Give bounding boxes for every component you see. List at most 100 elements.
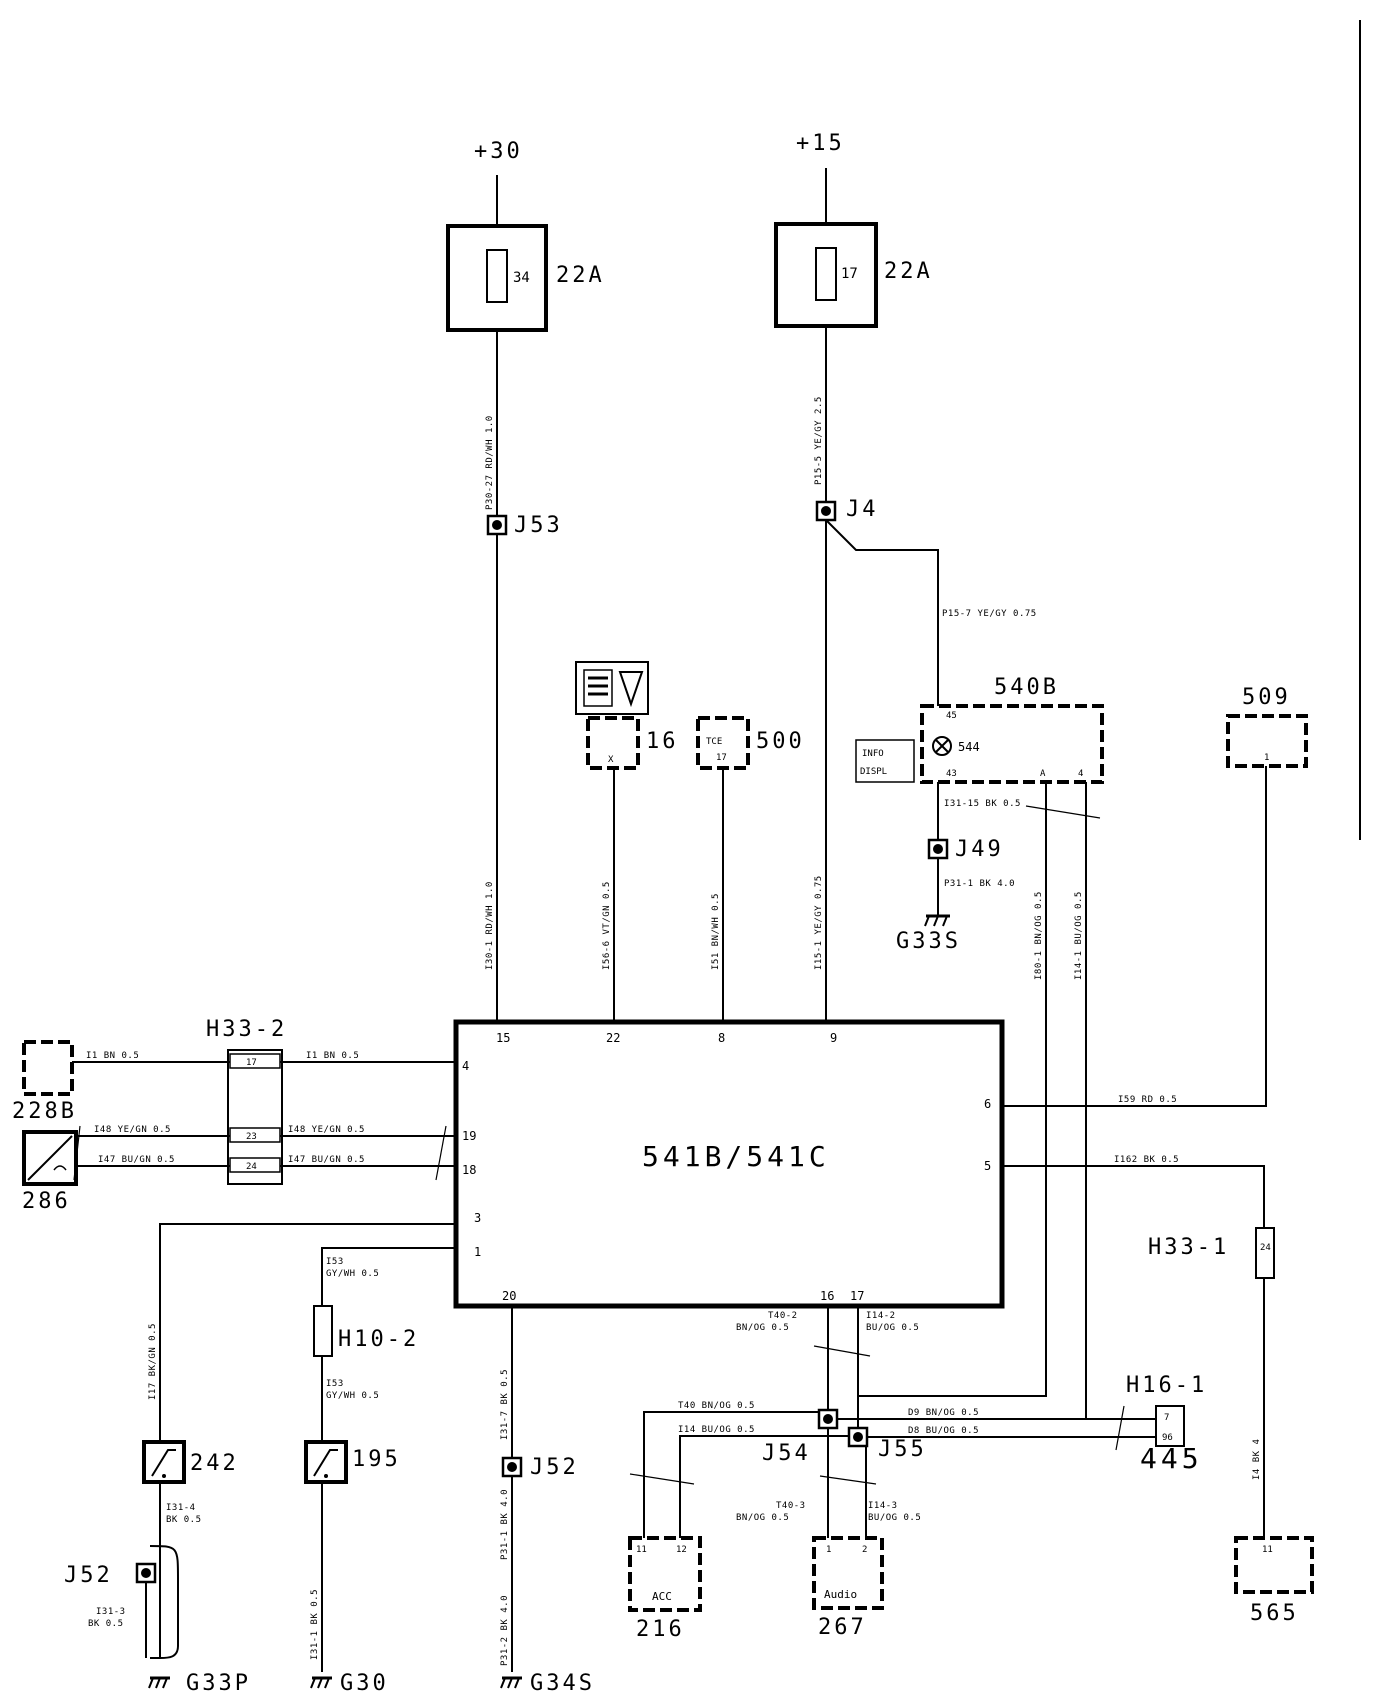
pin-445-96: 96 bbox=[1162, 1433, 1173, 1443]
switch-195-icon bbox=[304, 1440, 348, 1484]
wire-i17 bbox=[159, 1223, 456, 1456]
pin-500-top: TCE bbox=[706, 737, 722, 747]
ecu-pin-9: 9 bbox=[830, 1031, 837, 1045]
wire-label-d9: D9 BN/OG 0.5 bbox=[908, 1408, 979, 1418]
wire-label-i59: I59 RD 0.5 bbox=[1118, 1095, 1177, 1105]
ecu-pin-22: 22 bbox=[606, 1031, 620, 1045]
component-565-box bbox=[1234, 1536, 1314, 1594]
wire-label-i1-left: I1 BN 0.5 bbox=[86, 1051, 139, 1061]
ecu-541b-box bbox=[453, 1019, 1005, 1309]
ecu-pin-4: 4 bbox=[462, 1059, 469, 1073]
component-267-box bbox=[812, 1536, 884, 1610]
pin-565-11: 11 bbox=[1262, 1545, 1273, 1555]
wire-label-i53-a2: GY/WH 0.5 bbox=[326, 1269, 379, 1279]
component-509-label: 509 bbox=[1242, 685, 1291, 710]
info-display-box bbox=[855, 739, 915, 783]
wire-label-i14-3a: I14-3 bbox=[868, 1501, 898, 1511]
wire-label-i31-15: I31-15 BK 0.5 bbox=[944, 799, 1021, 809]
ecu-pin-20: 20 bbox=[502, 1289, 516, 1303]
h33-2-pin-17: 17 bbox=[246, 1058, 257, 1068]
ground-g30-label: G30 bbox=[340, 1671, 389, 1696]
component-16-label: 16 bbox=[646, 729, 679, 754]
ecu-pin-3: 3 bbox=[474, 1211, 481, 1225]
wire-label-t40-2a: T40-2 bbox=[768, 1311, 798, 1321]
wire-label-i31-1: I31-1 BK 0.5 bbox=[310, 1589, 320, 1660]
fuse-box-right bbox=[774, 222, 878, 328]
wire-i14-1-end bbox=[1085, 1396, 1168, 1420]
splice-j55 bbox=[847, 1426, 869, 1448]
wire-label-i30-1: I30-1 RD/WH 1.0 bbox=[485, 881, 495, 970]
component-195-label: 195 bbox=[352, 1447, 401, 1472]
wire-label-p31-1-bk4: P31-1 BK 4.0 bbox=[500, 1489, 510, 1560]
ground-g33p-icon bbox=[148, 1676, 170, 1689]
component-286-label: 286 bbox=[22, 1189, 71, 1214]
sensor-286-icon bbox=[22, 1130, 78, 1186]
pin-540-a: A bbox=[1040, 769, 1046, 779]
twist-marker-286 bbox=[73, 1125, 81, 1181]
pin-h33-1-24: 24 bbox=[1260, 1243, 1271, 1253]
splice-j52-right bbox=[501, 1456, 523, 1478]
wire-label-i14-2b: BU/OG 0.5 bbox=[866, 1323, 919, 1333]
pin-445-7: 7 bbox=[1164, 1413, 1169, 1423]
wire-label-p31-2: P31-2 BK 4.0 bbox=[500, 1595, 510, 1666]
wire-label-i56-6: I56-6 VT/GN 0.5 bbox=[602, 881, 612, 970]
wire-i162 bbox=[1002, 1165, 1265, 1228]
twist-marker-ecu-left bbox=[435, 1125, 447, 1181]
pin-216-11: 11 bbox=[636, 1545, 647, 1555]
splice-j52-left-label: J52 bbox=[64, 1563, 113, 1588]
component-540b-label: 540B bbox=[994, 675, 1059, 700]
wire-label-d8: D8 BU/OG 0.5 bbox=[908, 1426, 979, 1436]
wire-i59 bbox=[1000, 766, 1267, 1107]
splice-j53-label: J53 bbox=[514, 513, 563, 538]
wire-label-i53-b2: GY/WH 0.5 bbox=[326, 1391, 379, 1401]
ecu-pin-6: 6 bbox=[984, 1097, 991, 1111]
switch-242-icon bbox=[142, 1440, 186, 1484]
pin-216-12: 12 bbox=[676, 1545, 687, 1555]
wire-label-i31-4b: BK 0.5 bbox=[166, 1515, 202, 1525]
twist-marker-445 bbox=[1115, 1405, 1125, 1451]
component-500-label: 500 bbox=[756, 729, 805, 754]
wire-label-i80-1: I80-1 BN/OG 0.5 bbox=[1034, 891, 1044, 980]
wire-label-i1-right: I1 BN 0.5 bbox=[306, 1051, 359, 1061]
pin-509-1: 1 bbox=[1264, 753, 1269, 763]
info-display-line1: INFO bbox=[862, 749, 884, 759]
ground-g34s-icon bbox=[500, 1676, 522, 1689]
twist-marker-540 bbox=[1025, 805, 1101, 819]
wire-label-i48-left: I48 YE/GN 0.5 bbox=[94, 1125, 171, 1135]
component-540b-box bbox=[920, 704, 1104, 784]
connector-h10-2-label: H10-2 bbox=[338, 1327, 419, 1352]
wire-label-i53-a1: I53 bbox=[326, 1257, 344, 1267]
wire-label-t40-mid: T40 BN/OG 0.5 bbox=[678, 1401, 755, 1411]
pin-540-43: 43 bbox=[946, 769, 957, 779]
supply-plus30-label: +30 bbox=[474, 139, 523, 164]
splice-j54-label: J54 bbox=[762, 1441, 811, 1466]
ground-g34s-label: G34S bbox=[530, 1671, 595, 1696]
lamp-544-label: 544 bbox=[958, 740, 980, 754]
ecu-pin-18: 18 bbox=[462, 1163, 476, 1177]
pin-500-bot: 17 bbox=[716, 753, 727, 763]
component-267-label: 267 bbox=[818, 1615, 867, 1640]
ecu-pin-1: 1 bbox=[474, 1245, 481, 1259]
wire-i14-to-216 bbox=[679, 1435, 849, 1538]
fuse-left-label: 22A bbox=[556, 263, 605, 288]
ground-bundle-g33p bbox=[149, 1545, 179, 1659]
wire-label-p31-1: P31-1 BK 4.0 bbox=[944, 879, 1015, 889]
wire-label-i48-right: I48 YE/GN 0.5 bbox=[288, 1125, 365, 1135]
wire-label-i14-3b: BU/OG 0.5 bbox=[868, 1513, 921, 1523]
component-509-box bbox=[1226, 714, 1308, 768]
wire-label-i31-3b: BK 0.5 bbox=[88, 1619, 124, 1629]
wire-label-i31-7: I31-7 BK 0.5 bbox=[500, 1369, 510, 1440]
ground-g33s-icon bbox=[924, 914, 950, 927]
connector-h16-1-label: H16-1 bbox=[1126, 1373, 1207, 1398]
component-242-label: 242 bbox=[190, 1451, 239, 1476]
wire-label-p15-5: P15-5 YE/GY 2.5 bbox=[814, 396, 824, 485]
ground-g33s-label: G33S bbox=[896, 929, 961, 954]
wire-i53-top bbox=[321, 1247, 456, 1306]
component-445-label: 445 bbox=[1140, 1442, 1203, 1475]
twist-marker-16-17 bbox=[813, 1345, 871, 1357]
wire-label-i4-565: I4 BK 4 bbox=[1252, 1439, 1262, 1480]
component-267-text: Audio bbox=[824, 1588, 857, 1601]
wire-p15-7 bbox=[825, 519, 939, 718]
ground-g33p-label: G33P bbox=[186, 1671, 251, 1696]
